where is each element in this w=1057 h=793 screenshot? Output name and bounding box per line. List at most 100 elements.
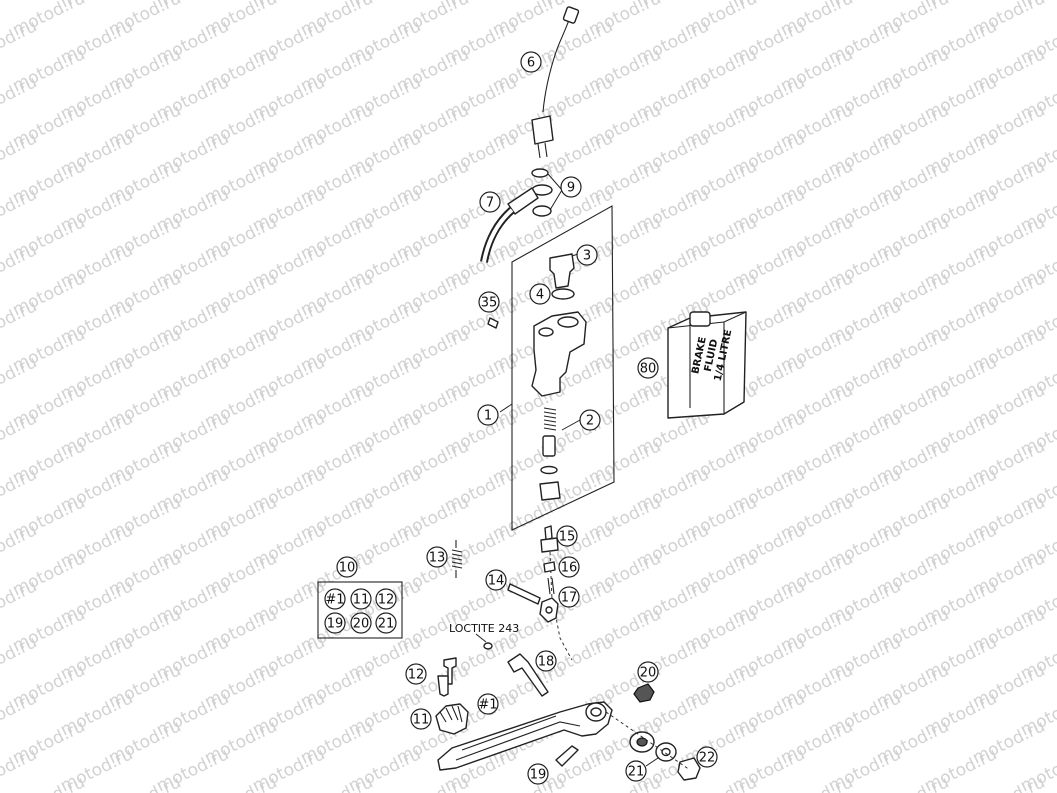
callout-17: 17 bbox=[558, 586, 580, 608]
leader-2 bbox=[561, 419, 581, 431]
callout-circle bbox=[477, 693, 499, 715]
pivot-axis bbox=[605, 711, 691, 771]
callout-number: 20 bbox=[640, 666, 657, 681]
callout-circle bbox=[410, 708, 432, 730]
callout-number: 6 bbox=[527, 56, 535, 71]
watermark-text: motod.ru bbox=[777, 772, 856, 793]
callout-circle bbox=[556, 525, 578, 547]
kit-item-circle bbox=[350, 612, 372, 634]
push-rod-nut bbox=[540, 537, 559, 553]
leader-21 bbox=[645, 757, 659, 767]
callout-circle bbox=[560, 176, 582, 198]
callout-number: 7 bbox=[486, 196, 494, 211]
callout-15: 15 bbox=[556, 525, 578, 547]
kit-item-number: 20 bbox=[353, 617, 370, 632]
pivot-washer-hole bbox=[661, 747, 671, 757]
callout-number: 13 bbox=[429, 551, 446, 566]
small-bolt-a bbox=[443, 657, 457, 685]
return-spring bbox=[451, 540, 463, 578]
kit-item-circle bbox=[324, 588, 346, 610]
callout-21: 21 bbox=[625, 760, 647, 782]
callout-19: 19 bbox=[527, 763, 549, 785]
callout-2: 2 bbox=[579, 409, 601, 431]
callout-number: 21 bbox=[628, 765, 645, 780]
callout-number: 15 bbox=[559, 530, 576, 545]
watermark-text: motod.ru bbox=[0, 184, 40, 236]
watermark-text: motod.ru bbox=[0, 128, 40, 180]
watermark-text: motod.ru bbox=[0, 520, 40, 572]
washer-lower bbox=[532, 205, 552, 217]
callout-number: #1 bbox=[478, 698, 497, 713]
pivot-bearing-inner bbox=[636, 737, 648, 747]
brake-switch-cable bbox=[542, 13, 572, 113]
cylinder-port-2 bbox=[538, 327, 554, 337]
kit-item: #1 bbox=[324, 588, 346, 610]
callout-4: 4 bbox=[529, 283, 551, 305]
rod-nut bbox=[543, 561, 556, 573]
small-bolt-b bbox=[437, 675, 449, 697]
pedal-bolt bbox=[555, 745, 579, 767]
cylinder-group-frame bbox=[511, 205, 615, 531]
kit-item: 21 bbox=[375, 612, 397, 634]
callout-number: 3 bbox=[583, 249, 591, 264]
kit-item-number: 12 bbox=[378, 593, 395, 608]
callout-number: 10 bbox=[339, 561, 356, 576]
kit-item-number: 21 bbox=[378, 617, 395, 632]
callout-12: 12 bbox=[405, 663, 427, 685]
clevis-bolt bbox=[507, 583, 541, 605]
callout-7: 7 bbox=[479, 191, 501, 213]
watermark-text: motod.ru bbox=[297, 772, 376, 793]
kit-item-circle bbox=[375, 588, 397, 610]
brake-hose-inner bbox=[482, 208, 514, 263]
brake-light-switch bbox=[531, 115, 554, 145]
callout-number: 16 bbox=[561, 561, 578, 576]
callout-circle bbox=[520, 51, 542, 73]
brake-hose-fitting bbox=[507, 187, 539, 215]
watermark-text: motod.ru bbox=[0, 296, 40, 348]
kit-item: 11 bbox=[350, 588, 372, 610]
kit-item-number: 19 bbox=[327, 617, 344, 632]
callout-circle bbox=[336, 556, 358, 578]
watermark-text: motod.ru bbox=[0, 632, 40, 684]
callout-circle bbox=[637, 357, 659, 379]
callout-18: 18 bbox=[535, 650, 557, 672]
callout-circle bbox=[637, 661, 659, 683]
watermark-text: motod.ru bbox=[105, 772, 184, 793]
clevis-hole bbox=[545, 606, 553, 614]
washer-upper bbox=[531, 168, 549, 178]
callout-number: 22 bbox=[699, 751, 716, 766]
pivot-cap bbox=[677, 757, 701, 781]
callout-number: 4 bbox=[536, 288, 544, 303]
callout-6: 6 bbox=[520, 51, 542, 73]
watermark-text: motod.ru bbox=[0, 72, 40, 124]
pedal-lever-detail bbox=[455, 715, 581, 761]
callout-circle bbox=[479, 191, 501, 213]
pivot-bolt bbox=[507, 653, 549, 697]
callout-circle bbox=[558, 586, 580, 608]
callout-9: 9 bbox=[560, 176, 582, 198]
watermark-text: motod.ru bbox=[0, 16, 40, 68]
callout-22: 22 bbox=[696, 746, 718, 768]
callout-number: 14 bbox=[488, 574, 505, 589]
callout-3: 3 bbox=[576, 244, 598, 266]
callout-circle bbox=[535, 650, 557, 672]
callout-circle bbox=[485, 569, 507, 591]
callout-20: 20 bbox=[637, 661, 659, 683]
watermark-text: motod.ru bbox=[9, 772, 88, 793]
cylinder-port bbox=[557, 316, 579, 328]
fluid-can-edge bbox=[667, 311, 747, 414]
callout-number: 18 bbox=[538, 655, 555, 670]
watermark-text: motod.ru bbox=[0, 240, 40, 292]
callout-circle bbox=[529, 283, 551, 305]
watermark-text: motod.ru bbox=[585, 772, 664, 793]
switch-thread bbox=[537, 142, 548, 159]
watermark-text: motod.ru bbox=[201, 772, 280, 793]
callout-number: 2 bbox=[586, 414, 594, 429]
kit-item-circle bbox=[375, 612, 397, 634]
callout-number: 9 bbox=[567, 181, 575, 196]
callout-number: 19 bbox=[530, 768, 547, 783]
pedal-pivot-hole bbox=[590, 707, 602, 717]
callout-h1: #1 bbox=[477, 693, 499, 715]
